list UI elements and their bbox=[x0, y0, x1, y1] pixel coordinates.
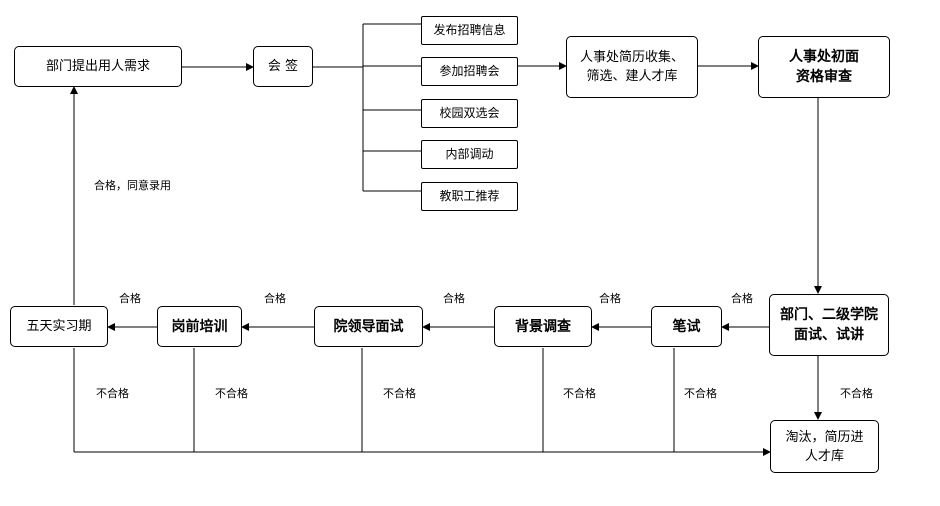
node-channel-referral: 教职工推荐 bbox=[421, 182, 518, 211]
node-channel-publish: 发布招聘信息 bbox=[421, 16, 518, 45]
label-pass-dept: 合格 bbox=[731, 292, 753, 305]
node-leader-interview: 院领导面试 bbox=[314, 306, 423, 347]
label-pass-training: 合格 bbox=[119, 292, 141, 305]
node-label: 笔试 bbox=[672, 318, 701, 335]
node-label: 内部调动 bbox=[445, 147, 494, 161]
node-channel-transfer: 内部调动 bbox=[421, 140, 518, 169]
label-fail-background: 不合格 bbox=[563, 387, 596, 400]
node-label: 淘汰，简历进人才库 bbox=[785, 429, 864, 464]
node-internship: 五天实习期 bbox=[10, 306, 108, 347]
node-eliminated: 淘汰，简历进人才库 bbox=[770, 420, 879, 473]
node-label: 背景调查 bbox=[515, 318, 571, 335]
node-countersign: 会 签 bbox=[253, 46, 313, 87]
node-label: 岗前培训 bbox=[171, 318, 228, 335]
node-channel-fair: 参加招聘会 bbox=[421, 57, 518, 86]
node-label: 部门提出用人需求 bbox=[45, 59, 150, 74]
node-dept-interview: 部门、二级学院面试、试讲 bbox=[769, 294, 889, 356]
node-label: 发布招聘信息 bbox=[433, 23, 506, 37]
node-label: 参加招聘会 bbox=[439, 64, 500, 78]
label-fail-written: 不合格 bbox=[684, 387, 717, 400]
node-label: 会 签 bbox=[267, 59, 299, 74]
node-hr-review: 人事处初面资格审查 bbox=[758, 36, 890, 98]
label-pass-background: 合格 bbox=[443, 292, 465, 305]
node-written-test: 笔试 bbox=[651, 306, 722, 347]
node-label: 校园双选会 bbox=[439, 106, 500, 120]
node-channel-campus: 校园双选会 bbox=[421, 99, 518, 128]
label-fail-internship: 不合格 bbox=[96, 387, 129, 400]
node-hr-collect: 人事处简历收集、筛选、建人才库 bbox=[566, 36, 698, 98]
node-label: 人事处初面资格审查 bbox=[789, 49, 859, 85]
label-fail-dept: 不合格 bbox=[840, 387, 873, 400]
node-pre-job-training: 岗前培训 bbox=[157, 306, 242, 347]
node-background-check: 背景调查 bbox=[494, 306, 592, 347]
node-label: 部门、二级学院面试、试讲 bbox=[780, 307, 878, 343]
label-pass-written: 合格 bbox=[599, 292, 621, 305]
node-dept-request: 部门提出用人需求 bbox=[14, 46, 182, 87]
label-fail-leader: 不合格 bbox=[383, 387, 416, 400]
label-qualified-hire: 合格，同意录用 bbox=[94, 179, 171, 192]
node-label: 教职工推荐 bbox=[439, 189, 500, 203]
node-label: 人事处简历收集、筛选、建人才库 bbox=[579, 50, 684, 84]
node-label: 五天实习期 bbox=[26, 319, 92, 334]
node-label: 院领导面试 bbox=[333, 318, 404, 335]
label-pass-leader: 合格 bbox=[264, 292, 286, 305]
label-fail-training: 不合格 bbox=[215, 387, 248, 400]
